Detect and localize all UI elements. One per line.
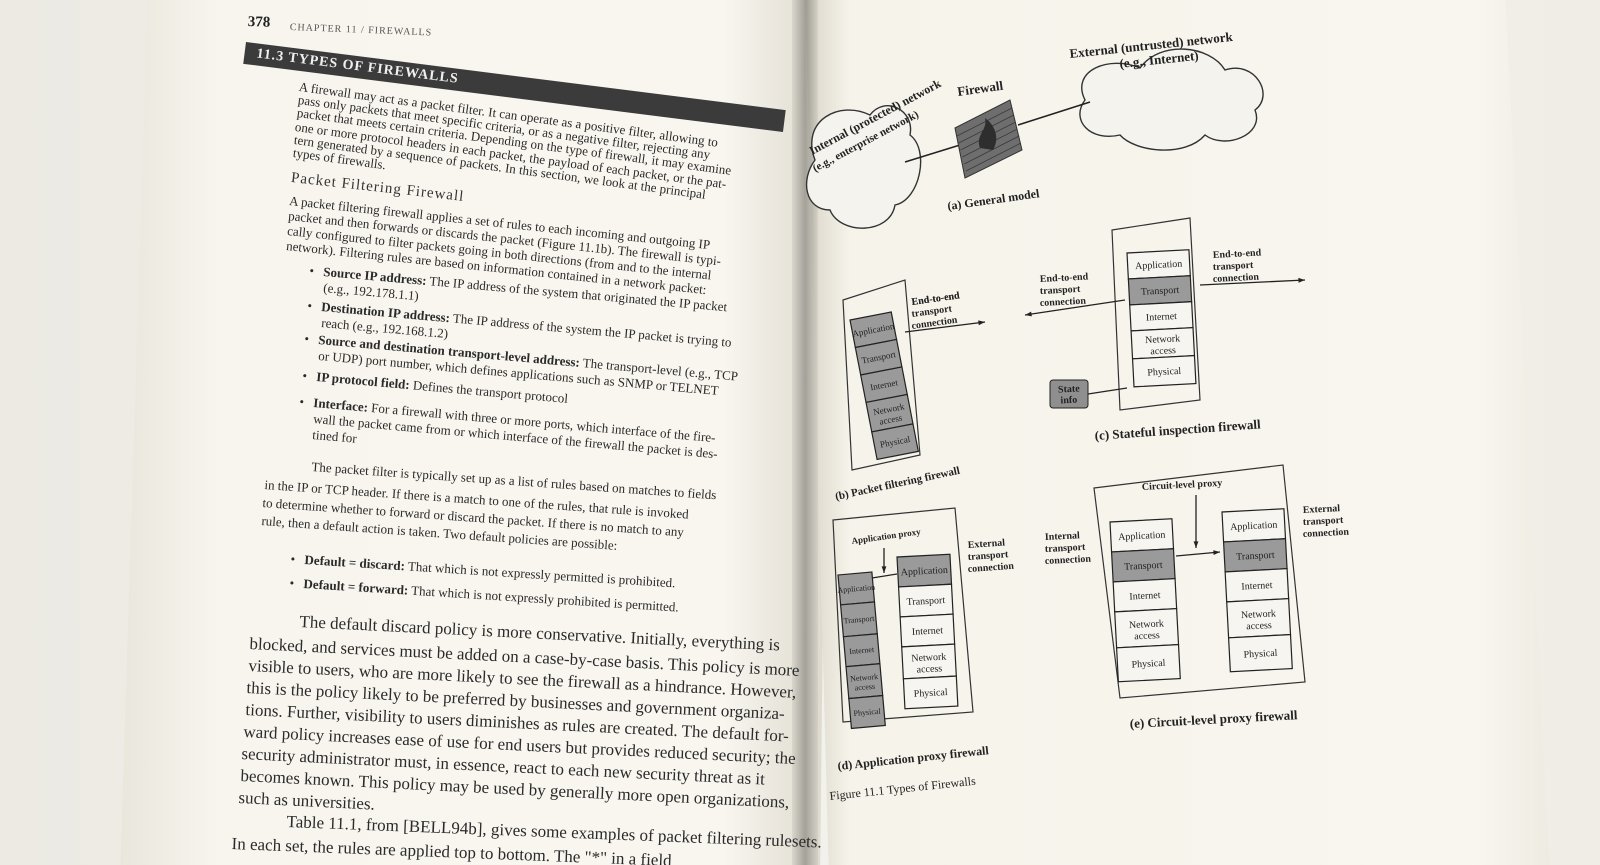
book-gutter [792,0,818,865]
right-book-page [805,0,1550,865]
bullet-cont: tined for [312,427,358,446]
page-number: 378 [247,14,271,31]
